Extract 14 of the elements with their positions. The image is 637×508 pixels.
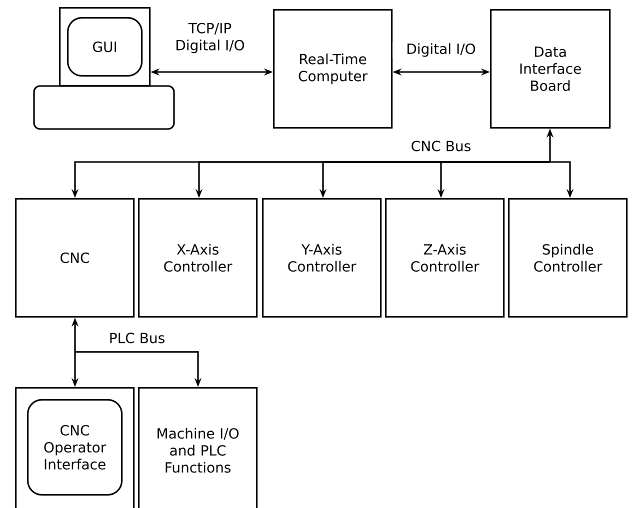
process-box: Real-Time Computer	[273, 8, 393, 129]
process-box: Y-Axis Controller	[262, 198, 382, 318]
process-box: X-Axis Controller	[138, 198, 258, 318]
bus-label: PLC Bus	[110, 332, 164, 344]
process-box: Machine I/O and PLC Functions	[138, 386, 258, 508]
process-box: Data Interface Board	[490, 8, 611, 129]
edge-label: TCP/IP Digital I/O	[176, 22, 244, 54]
process-box: CNC	[15, 198, 135, 318]
process-box: Spindle Controller	[508, 198, 628, 318]
edge-label: Digital I/O	[408, 43, 476, 57]
screen-box: GUI	[67, 17, 143, 77]
rounded-box: CNC Operator Interface	[27, 399, 123, 496]
process-box: Z-Axis Controller	[385, 198, 505, 318]
bus-label: CNC Bus	[412, 140, 470, 152]
